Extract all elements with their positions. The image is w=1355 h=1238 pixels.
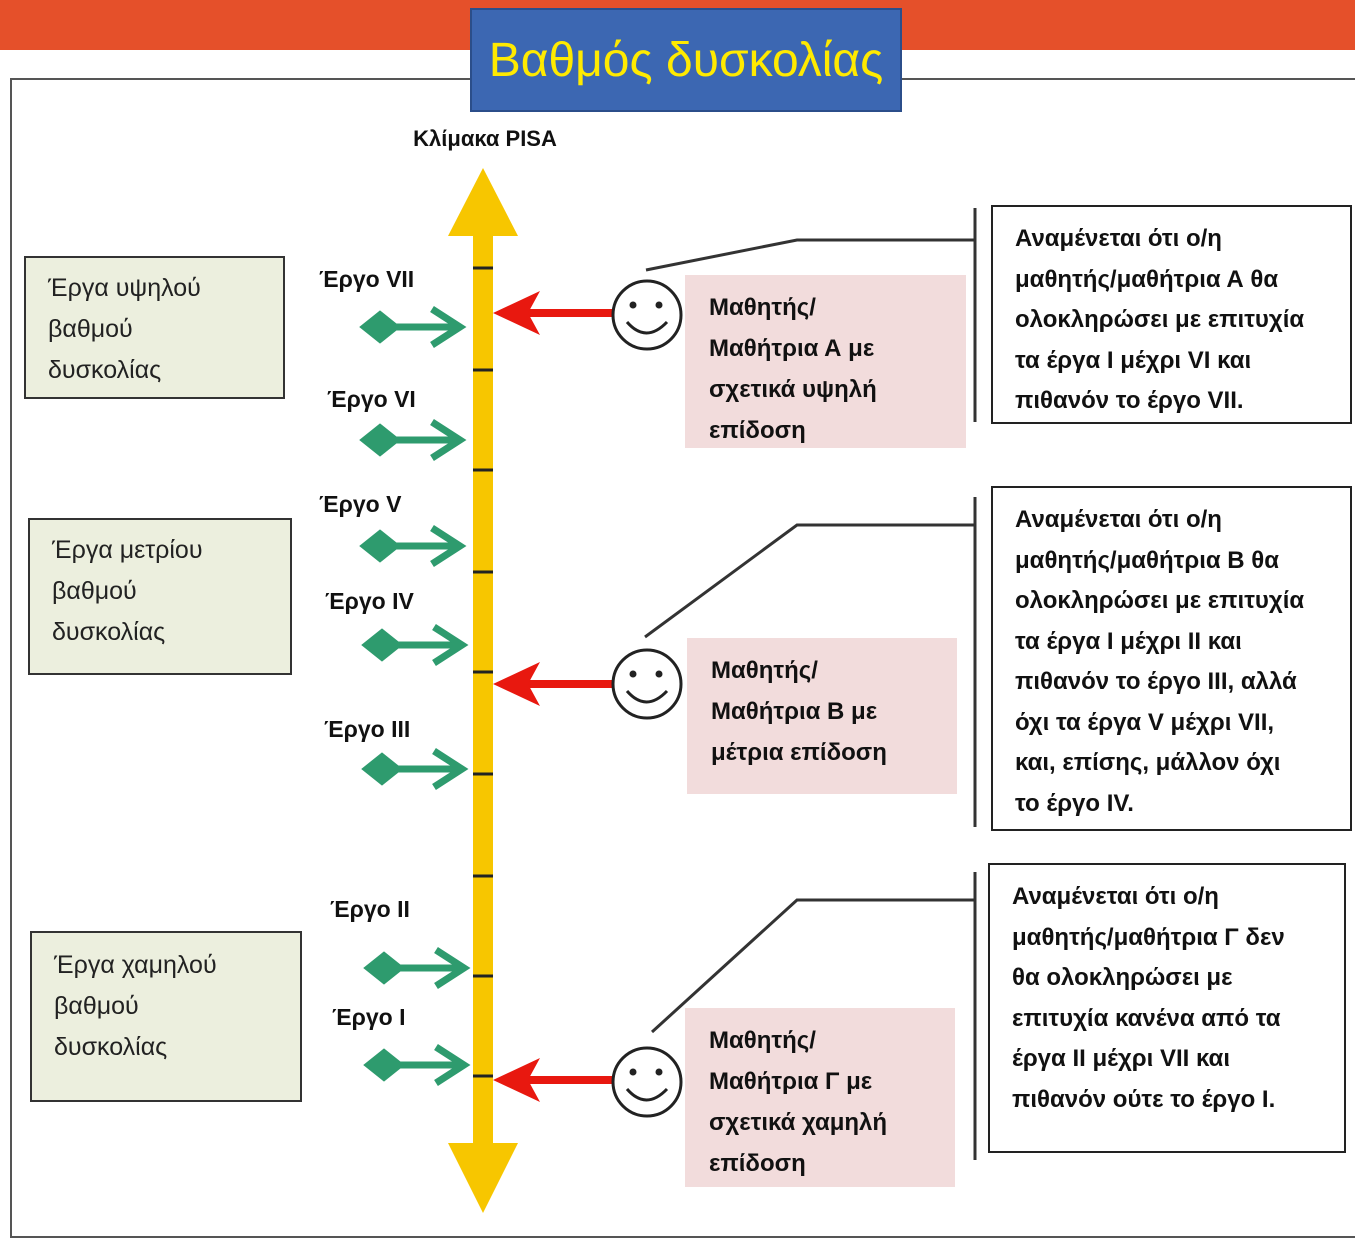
student-line: μέτρια επίδοση: [711, 739, 887, 766]
student-c-smiley-icon: [611, 1046, 683, 1118]
student-b-box: Μαθητής/ Μαθήτρια Β με μέτρια επίδοση: [687, 638, 957, 794]
student-line: σχετικά υψηλή: [709, 376, 877, 403]
student-a-smiley-icon: [611, 279, 683, 351]
student-a-arrow-icon: [493, 291, 614, 335]
task-label-iv: Έργο IV: [325, 588, 414, 614]
task-label-iii: Έργο III: [324, 716, 411, 742]
category-line: Έργα μετρίου: [52, 536, 203, 564]
student-arrows: [493, 291, 614, 1102]
task-arrow-ii-icon: [363, 947, 471, 989]
category-line: Έργα χαμηλού: [54, 951, 217, 979]
student-c-arrow-icon: [493, 1058, 614, 1102]
category-medium-difficulty: Έργα μετρίου βαθμού δυσκολίας: [28, 518, 292, 675]
task-arrows: [359, 306, 471, 1086]
description-line: τα έργα Ι μέχρι ΙΙ και: [1015, 627, 1242, 655]
category-line: δυσκολίας: [48, 356, 162, 384]
task-label-vi: Έργο VI: [327, 386, 416, 412]
task-arrow-iii-icon: [361, 748, 469, 790]
task-arrow-vi-icon: [359, 419, 467, 461]
category-high-difficulty: Έργα υψηλού βαθμού δυσκολίας: [24, 256, 285, 399]
description-line: το έργο IV.: [1015, 789, 1134, 817]
task-label-v: Έργο V: [319, 491, 402, 517]
category-line: βαθμού: [48, 315, 133, 343]
smiley-faces: [611, 279, 683, 1118]
task-arrow-v-icon: [359, 525, 467, 567]
description-line: έργα ΙΙ μέχρι VII και: [1012, 1045, 1230, 1072]
student-line: Μαθήτρια Γ με: [709, 1068, 873, 1095]
student-b-arrow-icon: [493, 662, 614, 706]
task-label-ii: Έργο II: [330, 896, 410, 922]
student-line: Μαθητής/: [709, 294, 816, 321]
student-line: Μαθητής/: [711, 657, 818, 684]
description-line: μαθητής/μαθήτρια Β θα: [1015, 546, 1280, 574]
description-line: πιθανόν ούτε το έργο Ι.: [1012, 1085, 1276, 1113]
description-line: μαθητής/μαθήτρια Γ δεν: [1012, 923, 1285, 951]
description-line: επιτυχία κανένα από τα: [1012, 1004, 1281, 1032]
description-line: και, επίσης, μάλλον όχι: [1015, 749, 1281, 776]
category-low-difficulty: Έργα χαμηλού βαθμού δυσκολίας: [30, 931, 302, 1102]
student-c-box: Μαθητής/ Μαθήτρια Γ με σχετικά χαμηλή επ…: [685, 1008, 955, 1187]
student-a-description: Αναμένεται ότι ο/η μαθητής/μαθήτρια Α θα…: [991, 205, 1352, 424]
student-line: σχετικά χαμηλή: [709, 1109, 888, 1136]
page-title: Βαθμός δυσκολίας: [470, 8, 902, 112]
student-c-description: Αναμένεται ότι ο/η μαθητής/μαθήτρια Γ δε…: [988, 863, 1346, 1153]
student-line: Μαθητής/: [709, 1027, 816, 1054]
description-line: ολοκληρώσει με επιτυχία: [1015, 306, 1305, 333]
category-line: βαθμού: [54, 992, 139, 1020]
description-line: πιθανόν το έργο ΙΙΙ, αλλά: [1015, 668, 1297, 695]
task-label-vii: Έργο VII: [319, 266, 415, 292]
student-line: επίδοση: [709, 1150, 806, 1177]
description-line: Αναμένεται ότι ο/η: [1012, 883, 1219, 910]
student-a-box: Μαθητής/ Μαθήτρια Α με σχετικά υψηλή επί…: [685, 275, 966, 448]
task-label-i: Έργο I: [332, 1004, 406, 1030]
description-line: Αναμένεται ότι ο/η: [1015, 506, 1222, 533]
task-arrow-vii-icon: [359, 306, 467, 348]
student-b-smiley-icon: [611, 648, 683, 720]
description-line: όχι τα έργα V μέχρι VII,: [1015, 708, 1275, 736]
description-line: μαθητής/μαθήτρια Α θα: [1015, 265, 1279, 293]
student-line: επίδοση: [709, 417, 806, 444]
pisa-scale-axis: [448, 168, 518, 1213]
description-line: Αναμένεται ότι ο/η: [1015, 225, 1222, 252]
description-line: ολοκληρώσει με επιτυχία: [1015, 587, 1305, 614]
description-line: τα έργα Ι μέχρι VI και: [1015, 346, 1252, 374]
category-line: δυσκολίας: [52, 618, 166, 646]
category-line: Έργα υψηλού: [48, 274, 201, 302]
connector-lines: [644, 208, 977, 1160]
task-arrow-iv-icon: [361, 624, 469, 666]
student-b-description: Αναμένεται ότι ο/η μαθητής/μαθήτρια Β θα…: [991, 486, 1352, 831]
student-line: Μαθήτρια Α με: [709, 335, 875, 362]
category-line: βαθμού: [52, 577, 137, 605]
scale-label: Κλίμακα PISA: [413, 126, 557, 151]
description-line: πιθανόν το έργο VII.: [1015, 387, 1244, 414]
description-line: θα ολοκληρώσει με: [1012, 964, 1233, 991]
student-line: Μαθήτρια Β με: [711, 698, 878, 725]
task-arrow-i-icon: [363, 1044, 471, 1086]
category-line: δυσκολίας: [54, 1033, 168, 1061]
